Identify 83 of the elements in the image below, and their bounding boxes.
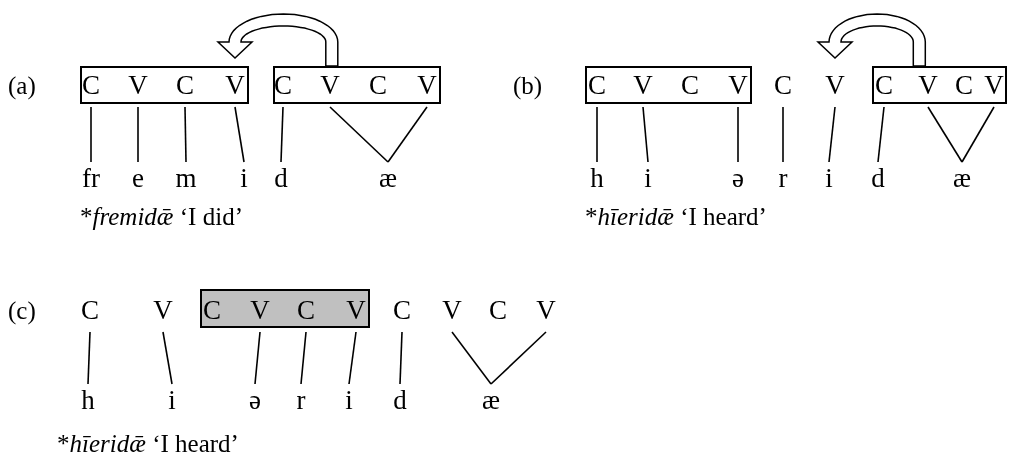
association-line <box>782 106 784 163</box>
skeleton-slot: V <box>918 72 938 99</box>
segment-letter: d <box>871 165 885 192</box>
association-line <box>300 331 307 385</box>
skeleton-slot: C <box>588 72 606 99</box>
skeleton-slot: C <box>955 72 973 99</box>
segment-letter: i <box>240 165 248 192</box>
skeleton-slot: C <box>489 297 507 324</box>
association-line <box>87 331 91 385</box>
association-line <box>961 106 995 163</box>
association-line <box>137 106 139 163</box>
association-line <box>642 106 649 163</box>
segment-letter: r <box>296 387 306 414</box>
curved-block-arrow <box>216 13 339 67</box>
association-line <box>280 106 284 163</box>
skeleton-slot: V <box>417 72 437 99</box>
example-label: (a) <box>8 72 36 99</box>
skeleton-slot: C <box>81 297 99 324</box>
skeleton-slot: V <box>728 72 748 99</box>
example-label: (b) <box>513 72 543 99</box>
association-line <box>184 106 187 163</box>
skeleton-slot: C <box>774 72 792 99</box>
skeleton-slot: V <box>225 72 245 99</box>
association-line <box>927 106 963 163</box>
skeleton-slot: C <box>176 72 194 99</box>
association-line <box>234 106 245 163</box>
segment-letter: d <box>274 165 288 192</box>
segment-letter: e <box>132 165 144 192</box>
association-line <box>490 331 547 385</box>
segment-letter: r <box>778 165 788 192</box>
segment-letter: i <box>345 387 353 414</box>
template-box <box>872 66 1007 104</box>
skeleton-slot: V <box>825 72 845 99</box>
association-line <box>162 331 173 385</box>
skeleton-slot: C <box>203 297 221 324</box>
gloss-text: *fremidǣ ‘I did’ <box>80 203 243 230</box>
skeleton-slot: C <box>82 72 100 99</box>
template-box <box>273 66 441 104</box>
gloss-text: *hīeridǣ ‘I heard’ <box>585 203 767 230</box>
association-line <box>254 331 261 385</box>
association-line <box>90 106 92 163</box>
skeleton-slot: C <box>681 72 699 99</box>
association-line <box>329 106 389 163</box>
curved-block-arrow <box>816 13 927 67</box>
skeleton-slot: C <box>875 72 893 99</box>
skeleton-slot: V <box>633 72 653 99</box>
association-line <box>387 106 428 163</box>
template-box <box>585 66 752 104</box>
segment-letter: i <box>168 387 176 414</box>
segment-letter: h <box>81 387 95 414</box>
skeleton-slot: V <box>346 297 366 324</box>
segment-letter: æ <box>482 387 500 414</box>
segment-letter: fr <box>82 165 100 192</box>
skeleton-slot: C <box>297 297 315 324</box>
skeleton-slot: V <box>153 297 173 324</box>
segment-letter: m <box>175 165 197 192</box>
skeleton-slot: V <box>250 297 270 324</box>
skeleton-slot: C <box>369 72 387 99</box>
segment-letter: æ <box>379 165 397 192</box>
skeleton-slot: V <box>442 297 462 324</box>
association-line <box>596 106 598 163</box>
association-line <box>399 331 403 385</box>
segment-letter: h <box>590 165 604 192</box>
association-line <box>737 106 739 163</box>
segment-letter: d <box>393 387 407 414</box>
template-box <box>200 289 370 328</box>
skeleton-slot: V <box>984 72 1004 99</box>
template-box <box>80 66 249 104</box>
skeleton-slot: V <box>536 297 556 324</box>
skeleton-slot: C <box>274 72 292 99</box>
skeleton-slot: V <box>320 72 340 99</box>
segment-letter: i <box>825 165 833 192</box>
segment-letter: ə <box>249 387 261 414</box>
skeleton-slot: V <box>128 72 148 99</box>
gloss-text: *hīeridǣ ‘I heard’ <box>57 430 239 457</box>
skeleton-slot: C <box>393 297 411 324</box>
association-line <box>828 106 836 163</box>
segment-letter: ə <box>732 165 744 192</box>
segment-letter: æ <box>953 165 971 192</box>
association-line <box>451 331 492 385</box>
example-label: (c) <box>8 297 36 324</box>
segment-letter: i <box>644 165 652 192</box>
association-line <box>877 106 885 163</box>
